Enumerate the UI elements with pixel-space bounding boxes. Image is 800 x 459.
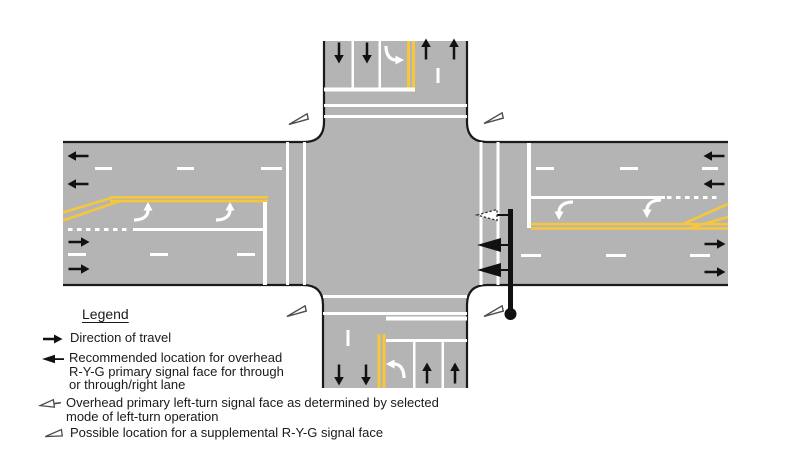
left-turn-arrow — [386, 359, 406, 379]
left-turn-bay-dotted-line — [667, 196, 717, 199]
left-turn-signal-face-marker — [474, 208, 498, 222]
signal-mast — [474, 208, 517, 320]
stop-line-northbound — [386, 316, 467, 321]
stop-line-eastbound — [263, 202, 267, 285]
supplemental-signal-marker — [481, 112, 505, 125]
stop-line-westbound — [527, 143, 531, 228]
south-leg-markings — [323, 295, 467, 388]
supplemental-signal-marker — [284, 305, 308, 318]
road-edges — [63, 41, 728, 388]
primary-signal-face-marker — [477, 238, 501, 252]
signal-pole — [508, 209, 513, 311]
east-leg-markings — [479, 142, 729, 285]
left-turn-arrow — [554, 198, 662, 220]
west-leg-markings — [62, 142, 306, 285]
left-turn-bay-dotted-line — [68, 228, 127, 231]
north-leg-markings — [324, 41, 467, 118]
supplemental-signal-marker — [481, 305, 505, 318]
stop-line-southbound — [324, 87, 415, 92]
signal-pole-base — [504, 308, 517, 320]
left-turn-arrow — [133, 202, 235, 222]
primary-signal-face-marker — [477, 263, 501, 277]
left-turn-arrow — [384, 45, 404, 65]
road-surface — [63, 41, 728, 388]
supplemental-signal-marker — [286, 113, 310, 126]
